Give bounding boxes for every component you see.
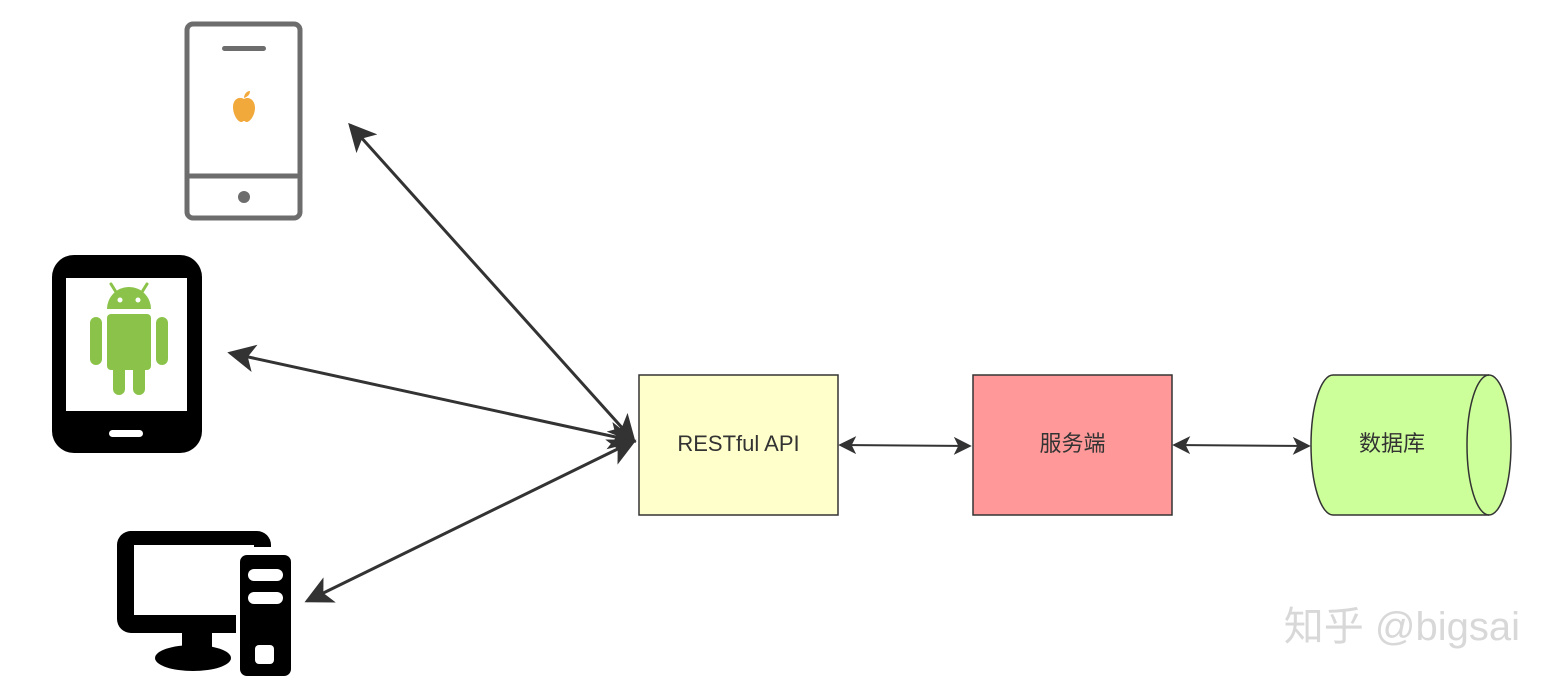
edges xyxy=(227,122,1311,603)
watermark: 知乎 @bigsai xyxy=(1284,605,1520,649)
server-node: 服务端 xyxy=(972,374,1173,516)
server-label: 服务端 xyxy=(1039,431,1105,456)
edge-android-api xyxy=(227,344,637,450)
iphone-icon xyxy=(184,21,303,221)
restful-api-label: RESTful API xyxy=(677,431,799,456)
apple-logo-icon xyxy=(233,91,255,122)
database-node: 数据库 xyxy=(1310,374,1512,516)
edge-server-database xyxy=(1172,436,1311,455)
edge-desktop-api xyxy=(304,439,637,603)
database-label: 数据库 xyxy=(1359,431,1425,456)
desktop-computer-icon xyxy=(117,531,294,679)
android-robot-icon xyxy=(90,282,168,395)
restful-api-node: RESTful API xyxy=(638,374,839,516)
edge-api-server xyxy=(838,436,972,455)
edge-iphone-api xyxy=(348,122,636,444)
android-tablet-icon xyxy=(52,255,202,453)
